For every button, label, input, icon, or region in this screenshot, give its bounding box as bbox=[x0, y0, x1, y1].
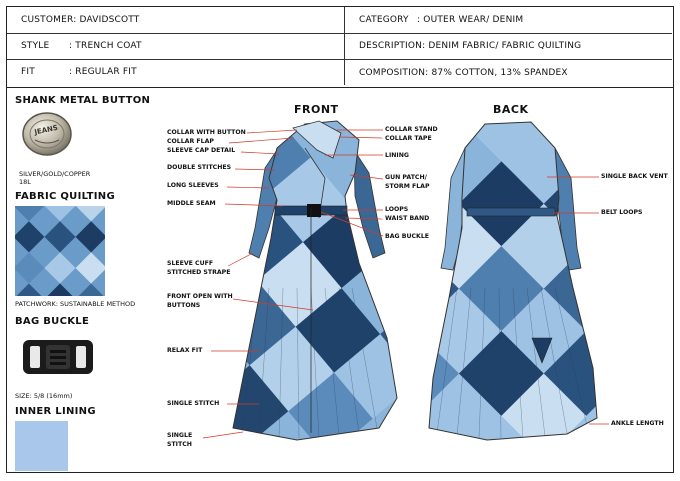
callout-collar-tape: COLLAR TAPE bbox=[385, 135, 432, 142]
callout-loops: LOOPS bbox=[385, 206, 409, 213]
header-row-2: STYLE : TRENCH COAT DESCRIPTION: DENIM F… bbox=[7, 33, 672, 60]
callout-single-stitch-bottom-2: STITCH bbox=[167, 441, 192, 448]
callout-waist-band: WAIST BAND bbox=[385, 215, 430, 222]
callout-sleeve-cuff-1: SLEEVE CUFF bbox=[167, 260, 214, 267]
category-value: : OUTER WEAR/ DENIM bbox=[417, 15, 524, 25]
callout-front-open-1: FRONT OPEN WITH bbox=[167, 293, 233, 300]
callout-sleeve-cap: SLEEVE CAP DETAIL bbox=[167, 147, 236, 154]
callout-ankle-length: ANKLE LENGTH bbox=[611, 420, 664, 427]
inner-lining-swatch bbox=[15, 421, 68, 471]
callout-long-sleeves: LONG SLEEVES bbox=[167, 182, 219, 189]
callout-collar-with-button: COLLAR WITH BUTTON bbox=[167, 129, 246, 136]
tech-pack-sheet: CUSTOMER: DAVIDSCOTT CATEGORY : OUTER WE… bbox=[6, 6, 674, 473]
callout-collar-flap: COLLAR FLAP bbox=[167, 138, 214, 145]
callout-single-stitch-bottom-1: SINGLE bbox=[167, 432, 193, 439]
design-panel: SHANK METAL BUTTON JEANS SILVER/GOLD/COP… bbox=[7, 87, 674, 475]
callout-double-stitches: DOUBLE STITCHES bbox=[167, 164, 232, 171]
header-divider bbox=[344, 7, 346, 85]
back-view-title: BACK bbox=[493, 103, 529, 116]
callout-belt-loops: BELT LOOPS bbox=[601, 209, 643, 216]
callout-relax-fit: RELAX FIT bbox=[167, 347, 203, 354]
bag-buckle-image bbox=[23, 340, 93, 374]
inner-lining-title: INNER LINING bbox=[15, 406, 96, 417]
fabric-quilting-swatch bbox=[15, 206, 105, 296]
style-value: : TRENCH COAT bbox=[69, 41, 142, 51]
bag-buckle-title-text: BAG BUCKLE bbox=[15, 316, 90, 327]
composition-label: COMPOSITION: 87% COTTON, 13% SPANDEX bbox=[359, 68, 568, 78]
header-row-3: FIT : REGULAR FIT COMPOSITION: 87% COTTO… bbox=[7, 59, 672, 85]
callout-middle-seam: MIDDLE SEAM bbox=[167, 200, 216, 207]
customer-label: CUSTOMER: DAVIDSCOTT bbox=[21, 15, 140, 25]
callout-single-back-vent: SINGLE BACK VENT bbox=[601, 173, 668, 180]
description-label: DESCRIPTION: DENIM FABRIC/ FABRIC QUILTI… bbox=[359, 41, 582, 51]
front-view-title: FRONT bbox=[294, 103, 339, 116]
callout-single-stitch: SINGLE STITCH bbox=[167, 400, 220, 407]
fabric-quilting-title: FABRIC QUILTING bbox=[15, 191, 115, 202]
callout-sleeve-cuff-2: STITCHED STRAPE bbox=[167, 269, 231, 276]
callout-collar-stand: COLLAR STAND bbox=[385, 126, 438, 133]
front-coat-illustration bbox=[202, 120, 609, 441]
callout-front-open-2: BUTTONS bbox=[167, 302, 201, 309]
button-caption-2: 18L bbox=[19, 178, 31, 186]
quilting-caption: PATCHWORK: SUSTAINABLE METHOD bbox=[15, 300, 136, 308]
style-label: STYLE bbox=[21, 41, 50, 51]
callout-gun-patch-2: STORM FLAP bbox=[385, 183, 430, 190]
category-label: CATEGORY bbox=[359, 15, 409, 25]
callout-bag-buckle: BAG BUCKLE bbox=[385, 233, 429, 240]
buckle-caption: SIZE: 5/8 (16mm) bbox=[15, 392, 73, 400]
shank-button-image: JEANS bbox=[22, 112, 72, 156]
shank-button-title: SHANK METAL BUTTON bbox=[15, 95, 151, 106]
callout-gun-patch-1: GUN PATCH/ bbox=[385, 174, 427, 181]
header-row-1: CUSTOMER: DAVIDSCOTT CATEGORY : OUTER WE… bbox=[7, 7, 672, 34]
fit-value: : REGULAR FIT bbox=[69, 67, 137, 77]
fit-label: FIT bbox=[21, 67, 35, 77]
button-caption-1: SILVER/GOLD/COPPER bbox=[19, 170, 91, 178]
callout-lining: LINING bbox=[385, 152, 409, 159]
